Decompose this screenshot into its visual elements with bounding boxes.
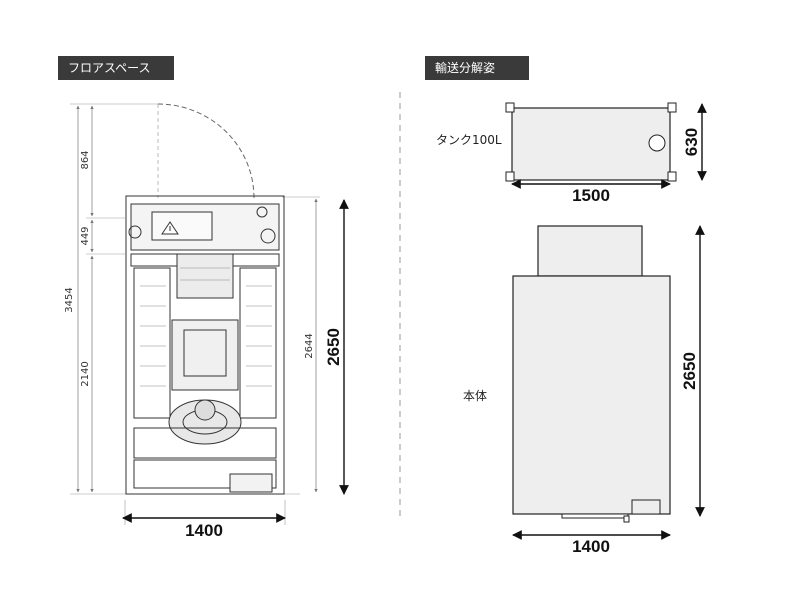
dim-total-height: 3454 [64, 287, 75, 312]
dim-tank-width: 1500 [572, 186, 610, 205]
machine-outline [125, 195, 285, 495]
dim-mid-height: 449 [80, 226, 91, 245]
floor-drawing: 3454 864 449 2140 2644 2650 1400 [64, 103, 349, 540]
dim-inner-height: 2644 [304, 333, 315, 358]
dim-body-height: 2650 [680, 352, 699, 390]
tank-box [511, 107, 671, 181]
door-swing-arc [157, 103, 255, 199]
tank-drawing: タンク100L 1500 630 [436, 102, 707, 205]
dim-lower-height: 2140 [80, 361, 91, 386]
body-box [512, 275, 671, 515]
dim-tank-height: 630 [682, 128, 701, 156]
body-top-unit [537, 225, 643, 277]
tank-label: タンク100L [436, 133, 502, 147]
tank-cap-icon [648, 134, 666, 152]
transport-title: 輸送分解姿 [425, 56, 529, 80]
body-label: 本体 [463, 389, 487, 403]
dim-main-width: 1400 [185, 521, 223, 540]
floor-space-title: フロアスペース [58, 56, 174, 80]
body-drawing: 本体 1400 2650 [463, 225, 705, 556]
dim-upper-height: 864 [80, 150, 91, 169]
dim-body-width: 1400 [572, 537, 610, 556]
dim-main-height: 2650 [324, 328, 343, 366]
